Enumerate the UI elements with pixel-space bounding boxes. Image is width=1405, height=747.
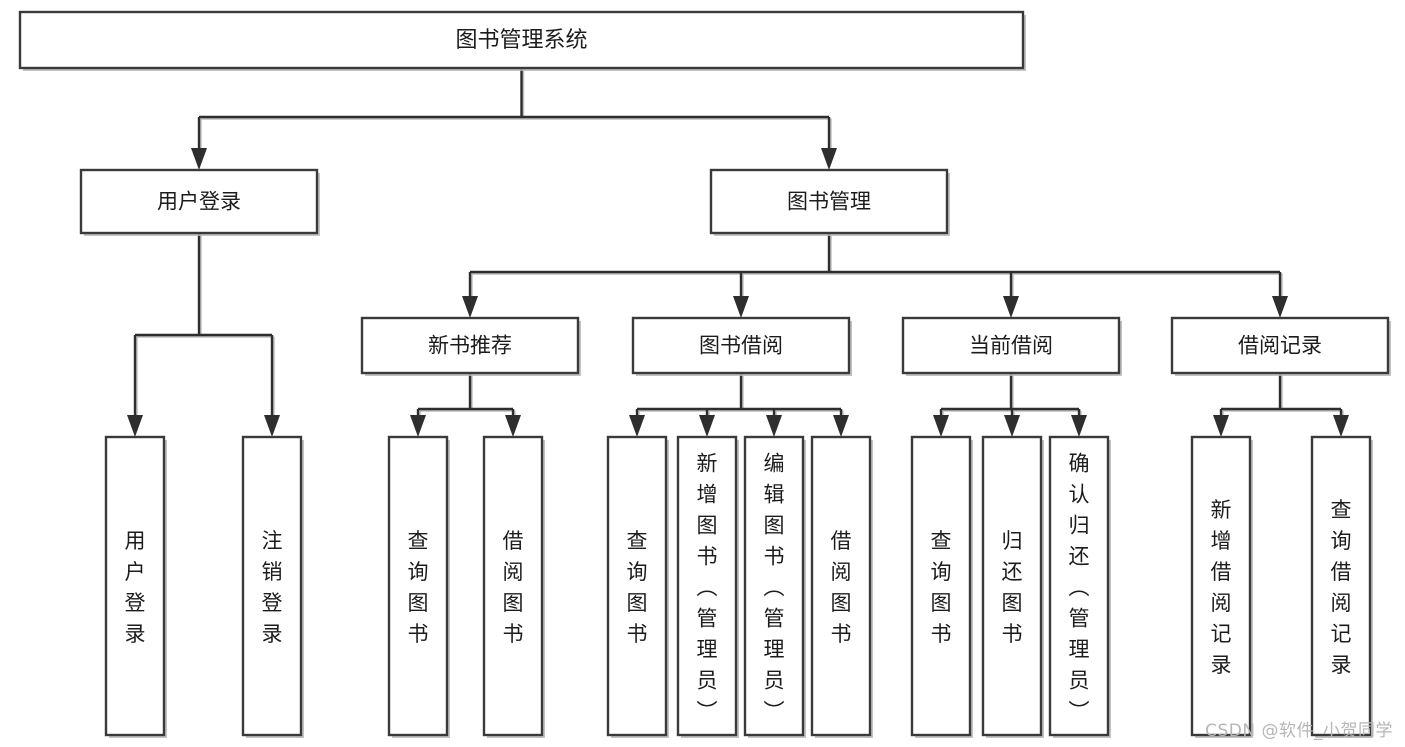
leaf-borrow-book-2-box [810,435,872,737]
leaf-user-login-label: 用户登录 [125,529,146,646]
leaf-borrow-book-2-label: 借阅图书 [831,529,852,646]
node-当前借阅-label: 当前借阅 [969,334,1053,358]
leaf-query-book-1-label: 查询图书 [408,529,429,646]
node-借阅记录-box [1170,316,1390,375]
node-用户登录-label: 用户登录 [157,190,241,214]
leaf-borrow-book-1-label: 借阅图书 [503,529,524,646]
node-图书管理系统-label: 图书管理系统 [455,28,587,53]
leaf-query-book-2-label: 查询图书 [627,529,648,646]
leaf-query-book-3-box [910,435,972,737]
leaf-confirm-return-box [1048,435,1110,737]
node-图书借阅-label: 图书借阅 [699,334,783,358]
node-当前借阅-box [901,316,1121,375]
node-图书管理-label: 图书管理 [787,190,871,214]
node-新书推荐-box [360,316,580,375]
connector-layer [127,68,1349,437]
leaf-query-record-box [1310,435,1372,737]
leaf-add-record-label: 新增借阅记录 [1211,498,1232,677]
leaf-query-book-1-box [387,435,449,737]
leaf-borrow-book-1-box [482,435,544,737]
leaf-user-login-box [104,435,166,737]
leaf-query-book-2-box [606,435,668,737]
node-图书管理系统-box [18,10,1025,70]
leaf-add-record-box [1190,435,1252,737]
node-layer: 图书管理系统用户登录图书管理新书推荐图书借阅当前借阅借阅记录用户登录注销登录查询… [18,10,1391,738]
leaf-edit-book-box [743,435,805,737]
node-借阅记录-label: 借阅记录 [1238,334,1322,358]
leaf-query-book-3-label: 查询图书 [931,529,952,646]
node-图书管理-box [709,168,949,235]
leaf-logout-label: 注销登录 [262,529,283,646]
leaf-return-book-box [981,435,1043,737]
node-新书推荐-label: 新书推荐 [428,334,512,358]
node-图书借阅-box [631,316,851,375]
leaf-confirm-return-label: 确认归还︵管理员︶ [1069,452,1090,724]
watermark-text: CSDN @软件_小贺同学 [1205,721,1393,741]
leaf-add-book-box [676,435,738,737]
leaf-add-book-label: 新增图书︵管理员︶ [697,452,718,724]
leaf-logout-box [241,435,303,737]
leaf-edit-book-label: 编辑图书︵管理员︶ [764,452,785,724]
leaf-return-book-label: 归还图书 [1002,529,1023,646]
node-用户登录-box [79,168,319,235]
leaf-query-record-label: 查询借阅记录 [1331,498,1352,677]
